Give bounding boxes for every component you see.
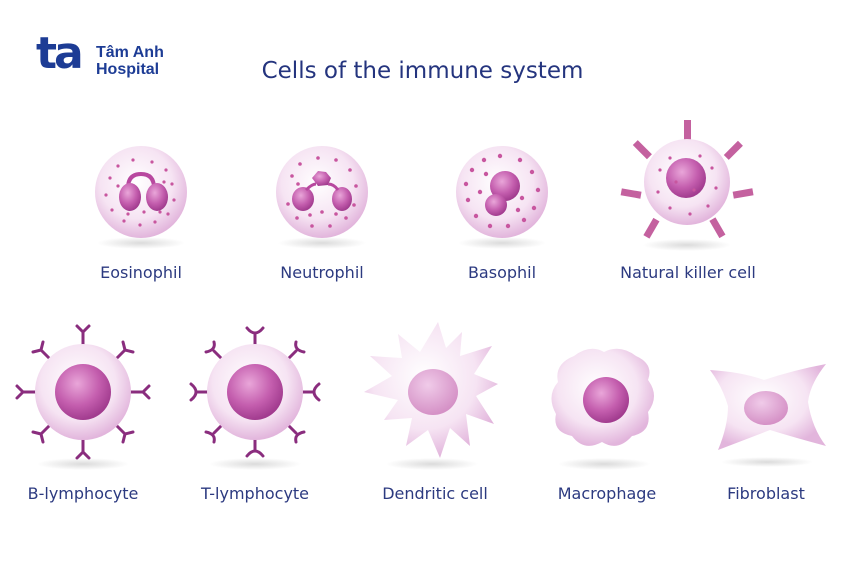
t-lymphocyte-illustration <box>189 326 321 470</box>
label-neutrophil: Neutrophil <box>280 263 364 282</box>
logo-line-2: Hospital <box>96 61 160 78</box>
page-title: Cells of the immune system <box>261 58 584 84</box>
logo-text: Tâm Anh Hospital <box>96 44 164 78</box>
dendritic-cell-illustration <box>364 322 498 470</box>
label-eosinophil: Eosinophil <box>100 263 182 282</box>
natural-killer-cell-illustration <box>620 120 754 251</box>
fibroblast-illustration <box>710 364 826 467</box>
label-natural-killer-cell: Natural killer cell <box>620 263 756 282</box>
logo-line-1: Tâm Anh <box>96 44 164 61</box>
b-lymphocyte-illustration <box>15 324 151 470</box>
tam-anh-logo: ta Tâm Anh Hospital <box>36 32 186 86</box>
label-basophil: Basophil <box>467 263 537 282</box>
neutrophil-illustration <box>276 146 368 249</box>
label-fibroblast: Fibroblast <box>727 484 805 503</box>
basophil-illustration <box>456 146 548 249</box>
logo-mark: ta <box>36 28 84 79</box>
label-t-lymphocyte: T-lymphocyte <box>200 484 310 503</box>
eosinophil-illustration <box>95 146 187 249</box>
label-b-lymphocyte: B-lymphocyte <box>27 484 139 503</box>
macrophage-illustration <box>551 348 654 470</box>
label-macrophage: Macrophage <box>557 484 657 503</box>
label-dendritic-cell: Dendritic cell <box>382 484 488 503</box>
